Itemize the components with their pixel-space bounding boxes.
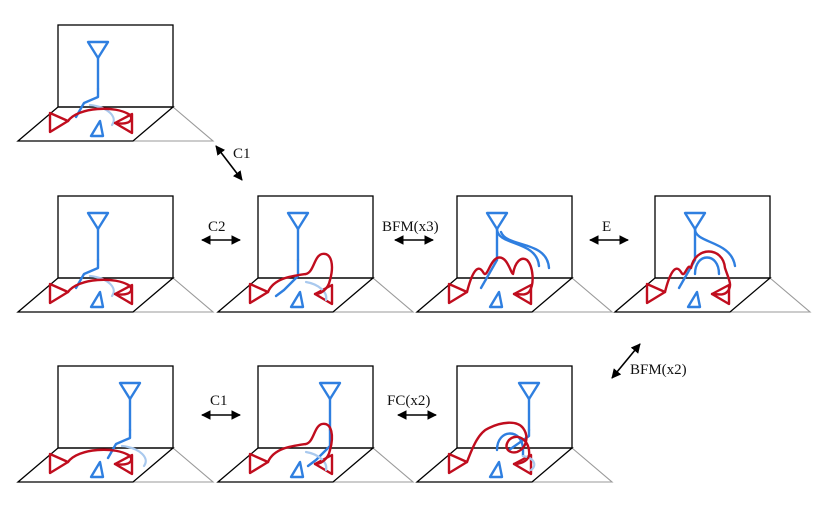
shadow-edge — [304, 280, 328, 302]
blue-edge — [479, 258, 499, 290]
blue-edge — [274, 258, 300, 298]
blue-edge — [74, 258, 100, 290]
red-triangle-left-icon — [447, 452, 469, 475]
move-fc2: FC(x2) — [387, 393, 437, 420]
red-triangle-left-icon — [248, 452, 270, 475]
shadow-edge — [304, 450, 328, 472]
panel-bottom-2 — [217, 365, 414, 483]
blue-triangle-floor-icon — [89, 460, 105, 479]
red-arc — [66, 448, 133, 466]
blue-triangle-floor-icon — [488, 290, 504, 309]
move-c2: C2 — [201, 219, 241, 245]
blue-hump — [495, 432, 525, 458]
red-wave — [465, 256, 534, 296]
move-label: BFM(x3) — [382, 219, 439, 235]
blue-edge — [507, 428, 531, 452]
move-label: BFM(x2) — [630, 362, 687, 378]
panel-mid-3 — [416, 195, 613, 313]
move-e: E — [589, 219, 629, 245]
red-loop — [266, 422, 334, 466]
red-loop — [266, 252, 334, 296]
blue-triangle-icon — [485, 211, 509, 231]
blue-triangle-floor-icon — [89, 290, 105, 309]
red-triangle-right-icon — [113, 453, 134, 476]
blue-triangle-icon — [318, 381, 342, 401]
panel-mid-2 — [217, 195, 414, 313]
blue-hump — [693, 256, 721, 276]
move-c1-bottom: C1 — [201, 393, 241, 420]
blue-edge — [74, 87, 100, 119]
red-curl — [465, 421, 531, 466]
blue-triangle-floor-icon — [686, 290, 702, 309]
red-triangle-right-icon — [113, 283, 134, 306]
red-triangle-right-icon — [512, 283, 533, 306]
red-triangle-right-icon — [710, 283, 731, 306]
panel-top-left — [17, 24, 214, 142]
blue-edge — [306, 428, 332, 468]
blue-triangle-icon — [517, 381, 541, 401]
red-triangle-left-icon — [48, 111, 70, 134]
red-triangle-left-icon — [48, 282, 70, 305]
blue-arc-2 — [499, 230, 551, 270]
shadow-edge — [521, 454, 536, 472]
shadow-edge — [120, 444, 147, 468]
move-label: C1 — [233, 146, 251, 162]
move-label: C2 — [208, 219, 226, 235]
blue-triangle-icon — [118, 381, 142, 401]
red-triangle-right-icon — [113, 112, 134, 135]
blue-triangle-icon — [286, 211, 310, 231]
red-triangle-left-icon — [48, 452, 70, 475]
move-label: E — [602, 219, 611, 235]
blue-arc-1 — [495, 227, 541, 268]
red-wave — [663, 250, 732, 296]
panel-bottom-3 — [416, 365, 613, 483]
move-label: C1 — [210, 393, 228, 409]
shadow-edge — [88, 274, 115, 298]
blue-triangle-floor-icon — [488, 460, 504, 479]
panel-mid-4 — [614, 195, 811, 313]
blue-triangle-floor-icon — [289, 460, 305, 479]
red-triangle-left-icon — [645, 282, 667, 305]
red-triangle-right-icon — [512, 453, 533, 476]
blue-triangle-icon — [86, 211, 110, 231]
blue-triangle-floor-icon — [89, 119, 105, 138]
red-arc — [66, 107, 133, 125]
red-arc — [66, 278, 133, 296]
blue-triangle-icon — [683, 211, 707, 231]
shadow-edge — [88, 103, 115, 127]
red-triangle-left-icon — [447, 282, 469, 305]
panel-bottom-1 — [17, 365, 214, 483]
red-triangle-left-icon — [248, 282, 270, 305]
move-label: FC(x2) — [387, 393, 430, 409]
blue-triangle-floor-icon — [289, 290, 305, 309]
move-bfm3: BFM(x3) — [382, 219, 439, 245]
blue-triangle-icon — [86, 40, 110, 60]
move-c1-top: C1 — [215, 145, 251, 181]
move-bfm2: BFM(x2) — [611, 343, 687, 379]
blue-arc — [693, 227, 737, 268]
panel-mid-1 — [17, 195, 214, 313]
